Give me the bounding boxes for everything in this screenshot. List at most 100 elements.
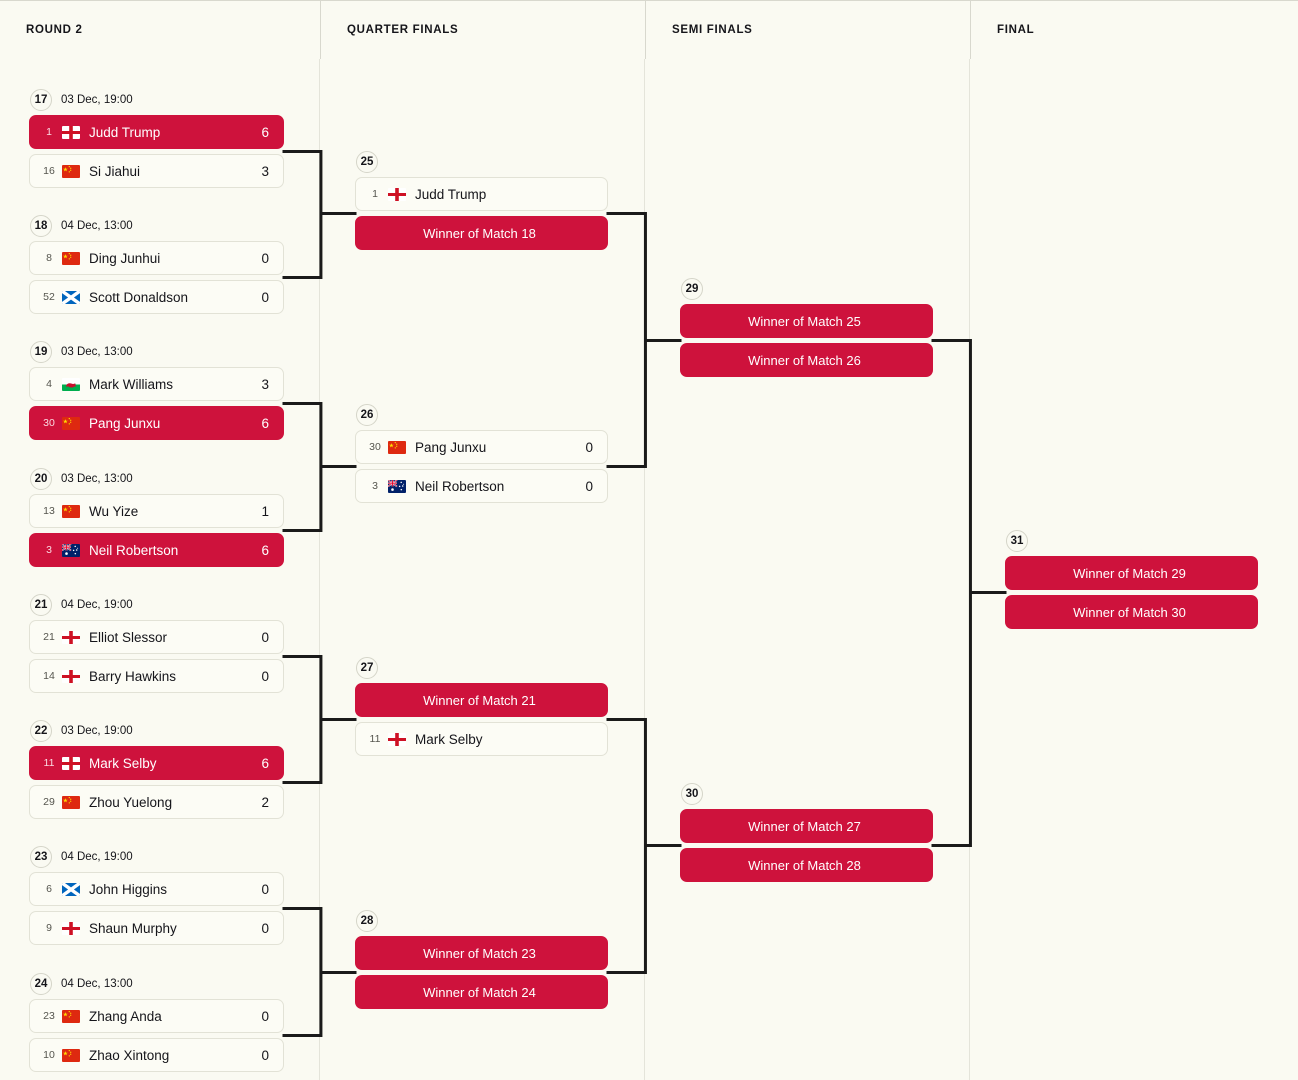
match-row-placeholder[interactable]: Winner of Match 23 bbox=[355, 936, 608, 970]
player-score: 0 bbox=[261, 881, 269, 897]
player-name: Zhang Anda bbox=[89, 1008, 162, 1024]
match-number-badge: 17 bbox=[30, 89, 52, 111]
match-datetime: 03 Dec, 19:00 bbox=[61, 725, 133, 737]
player-score: 0 bbox=[261, 629, 269, 645]
match-header: 17 03 Dec, 19:00 bbox=[29, 89, 284, 111]
match-header: 27 bbox=[355, 657, 608, 679]
seed-number: 30 bbox=[43, 417, 55, 429]
column-separator-1 bbox=[319, 59, 320, 1080]
player-score: 0 bbox=[261, 250, 269, 266]
column-separator-3 bbox=[969, 59, 970, 1080]
england-flag-icon bbox=[62, 921, 80, 935]
player-name: Pang Junxu bbox=[415, 439, 487, 455]
scotland-flag-icon bbox=[62, 290, 80, 304]
seed-number: 1 bbox=[372, 188, 378, 200]
match-number-badge: 18 bbox=[30, 215, 52, 237]
china-flag-icon bbox=[62, 164, 80, 178]
player-score: 0 bbox=[585, 478, 593, 494]
player-score: 0 bbox=[585, 439, 593, 455]
match-number-badge: 19 bbox=[30, 341, 52, 363]
match-row-placeholder[interactable]: Winner of Match 24 bbox=[355, 975, 608, 1009]
england-flag-icon bbox=[62, 125, 80, 139]
match-number-badge: 25 bbox=[356, 151, 378, 173]
seed-number: 1 bbox=[46, 126, 52, 138]
match-number-badge: 21 bbox=[30, 594, 52, 616]
placeholder-label: Winner of Match 25 bbox=[748, 313, 861, 329]
player-name: Wu Yize bbox=[89, 503, 139, 519]
match-row-placeholder[interactable]: Winner of Match 27 bbox=[680, 809, 933, 843]
match-row-placeholder[interactable]: Winner of Match 28 bbox=[680, 848, 933, 882]
player-score: 3 bbox=[261, 376, 269, 392]
australia-flag-icon bbox=[388, 479, 406, 493]
china-flag-icon bbox=[62, 795, 80, 809]
match-datetime: 03 Dec, 13:00 bbox=[61, 473, 133, 485]
player-score: 0 bbox=[261, 289, 269, 305]
match-datetime: 04 Dec, 19:00 bbox=[61, 851, 133, 863]
match-row-placeholder[interactable]: Winner of Match 21 bbox=[355, 683, 608, 717]
placeholder-label: Winner of Match 27 bbox=[748, 818, 861, 834]
match-number-badge: 29 bbox=[681, 278, 703, 300]
match-row-placeholder[interactable]: Winner of Match 18 bbox=[355, 216, 608, 250]
match-row-competitor[interactable]: 1 Judd Trump bbox=[355, 177, 608, 211]
placeholder-label: Winner of Match 18 bbox=[423, 225, 536, 241]
match-datetime: 04 Dec, 13:00 bbox=[61, 220, 133, 232]
match-number-badge: 31 bbox=[1006, 530, 1028, 552]
seed-number: 11 bbox=[43, 757, 55, 769]
wales-flag-icon bbox=[62, 377, 80, 391]
china-flag-icon bbox=[62, 504, 80, 518]
match-number-badge: 20 bbox=[30, 468, 52, 490]
match-datetime: 03 Dec, 19:00 bbox=[61, 94, 133, 106]
player-score: 6 bbox=[261, 415, 269, 431]
match-row-placeholder[interactable]: Winner of Match 25 bbox=[680, 304, 933, 338]
match-row-placeholder[interactable]: Winner of Match 26 bbox=[680, 343, 933, 377]
seed-number: 8 bbox=[46, 252, 52, 264]
match-row-placeholder[interactable]: Winner of Match 29 bbox=[1005, 556, 1258, 590]
player-name: Judd Trump bbox=[415, 186, 487, 202]
china-flag-icon bbox=[62, 1048, 80, 1062]
match-row-placeholder[interactable]: Winner of Match 30 bbox=[1005, 595, 1258, 629]
match-header: 18 04 Dec, 13:00 bbox=[29, 215, 284, 237]
player-name: Scott Donaldson bbox=[89, 289, 189, 305]
china-flag-icon bbox=[62, 1009, 80, 1023]
match-header: 20 03 Dec, 13:00 bbox=[29, 468, 284, 490]
